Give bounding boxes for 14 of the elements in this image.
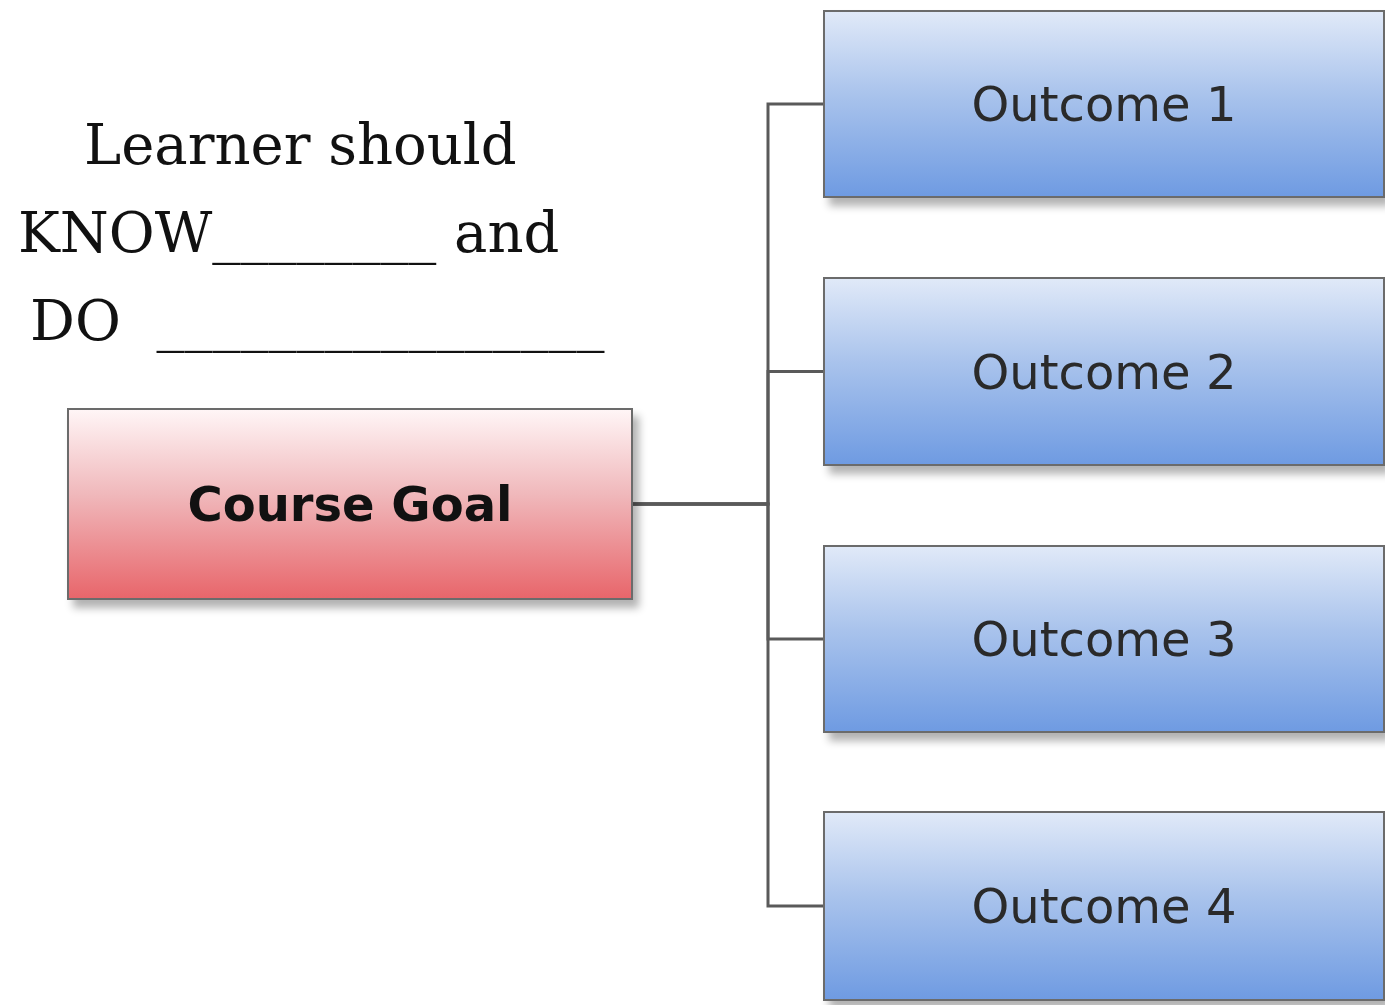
prompt-text: Learner should (84, 112, 517, 177)
box-label: Outcome 1 (971, 76, 1237, 132)
box-label: Outcome 3 (971, 611, 1237, 667)
outcome-box (823, 277, 1385, 466)
box-label: Outcome 4 (971, 878, 1237, 934)
box-label: Outcome 2 (971, 343, 1237, 400)
outcome-box (823, 811, 1385, 1001)
connector-line (633, 502, 823, 908)
goal-box (67, 408, 633, 600)
outcome-box (823, 10, 1385, 198)
prompt-text: KNOW________ and (18, 200, 560, 265)
box-label: Course Goal (187, 476, 513, 532)
outcome-box (823, 545, 1385, 733)
prompt-text: DO ________________ (30, 288, 605, 353)
